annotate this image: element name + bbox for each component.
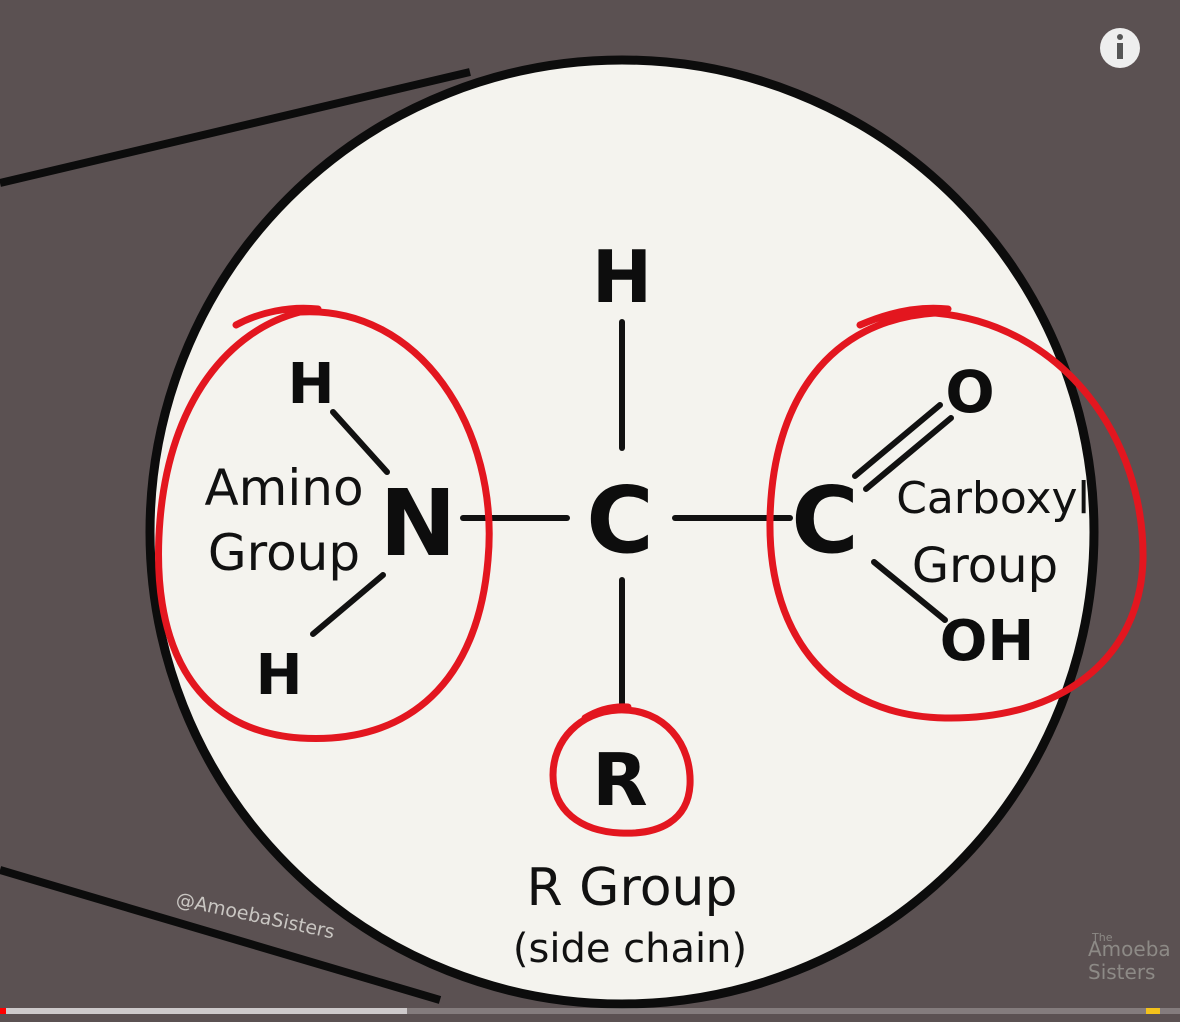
bond-c-oh: [871, 559, 948, 623]
progress-chapter-marker: [1146, 1008, 1160, 1014]
r-group-label: R Group: [527, 858, 738, 918]
magnifier-line-bottom: [0, 866, 442, 1004]
magnifier-circle: [145, 55, 1099, 1009]
logo-line2: Amoeba: [1088, 937, 1171, 961]
atom-center-c: C: [586, 467, 654, 574]
progress-buffered: [0, 1008, 408, 1014]
amoeba-sisters-logo: The Amoeba Sisters: [1088, 931, 1171, 984]
atom-top-h: H: [592, 235, 652, 319]
magnifier-line-top: [0, 68, 471, 187]
progress-played: [0, 1008, 6, 1014]
info-icon-stem: [1117, 43, 1123, 59]
side-chain-label: (side chain): [513, 926, 747, 972]
atom-oxygen: O: [945, 358, 994, 426]
carboxyl-highlight-ring: [766, 304, 1147, 722]
bond-n-h-top: [330, 409, 390, 475]
video-progress-bar[interactable]: [0, 1008, 1180, 1014]
carboxyl-label-line1: Carboxyl: [896, 473, 1090, 524]
amino-label-line2: Group: [208, 524, 360, 582]
amino-label-line1: Amino: [204, 459, 363, 517]
r-highlight-ring: [549, 703, 694, 837]
amino-highlight-ring: [155, 304, 493, 743]
bond-c-o-double-1: [852, 402, 943, 479]
bond-n-h-bottom: [310, 572, 386, 637]
info-button[interactable]: [1100, 28, 1140, 68]
atom-n: N: [380, 470, 457, 577]
atom-r: R: [592, 738, 647, 822]
atom-amino-h-top: H: [288, 352, 335, 417]
logo-line3: Sisters: [1088, 960, 1155, 984]
carboxyl-label-line2: Group: [912, 538, 1058, 594]
atom-carboxyl-c: C: [791, 467, 859, 574]
watermark: @AmoebaSisters: [174, 888, 337, 943]
bond-c-o-double-2: [863, 415, 954, 492]
atom-hydroxyl: OH: [940, 609, 1034, 674]
info-icon-dot: [1117, 34, 1123, 40]
atom-amino-h-bottom: H: [256, 643, 303, 708]
logo-line1: The: [1091, 931, 1113, 944]
